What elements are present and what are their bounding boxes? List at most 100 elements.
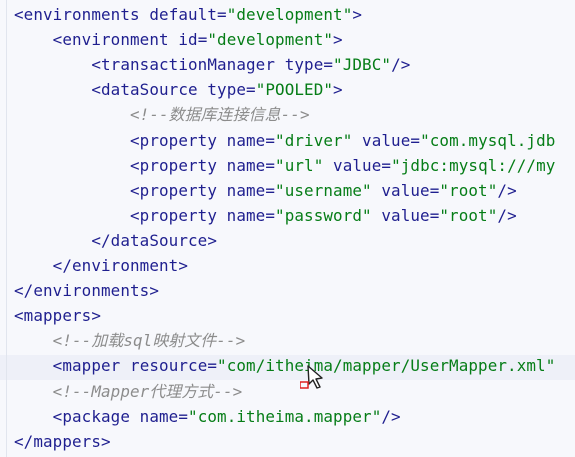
token-val: "root" <box>439 205 498 225</box>
token-tag: = <box>410 130 421 150</box>
token-tag: > <box>333 80 343 100</box>
code-line[interactable]: </dataSource> <box>14 228 217 253</box>
token-tag: < <box>14 30 63 50</box>
token-tag: environments <box>23 5 140 24</box>
code-line[interactable]: <mappers> <box>14 303 101 328</box>
token-tag: < <box>14 356 63 376</box>
token-tag: mapper <box>62 356 121 376</box>
token-tag: = <box>197 30 208 50</box>
token-tag: environment <box>72 256 179 275</box>
token-tag: > <box>101 431 111 451</box>
current-line-highlight <box>0 355 575 380</box>
token-tag: /> <box>497 205 517 225</box>
token-tag: = <box>246 80 256 100</box>
token-val: "root" <box>439 180 498 200</box>
token-tag: = <box>178 406 189 426</box>
token-tag: > <box>91 306 102 326</box>
token-val: "password" <box>275 205 372 225</box>
token-tag: = <box>265 180 276 200</box>
token-val: "driver" <box>275 130 353 150</box>
token-val: "development" <box>226 5 353 24</box>
token-attr: id <box>168 30 198 50</box>
token-val: "com.mysql.jdb <box>420 130 556 150</box>
code-line[interactable]: <environment id="development"> <box>14 27 343 52</box>
code-line[interactable]: <property name="url" value="jdbc:mysql:/… <box>14 153 555 178</box>
code-line[interactable]: <package name="com.itheima.mapper"/> <box>14 404 401 429</box>
token-attr: default <box>139 5 218 24</box>
code-line[interactable]: <property name="username" value="root"/> <box>14 178 517 203</box>
token-val: "url" <box>275 155 324 175</box>
token-tag: < <box>14 130 140 150</box>
token-tag: = <box>429 205 440 225</box>
token-tag: = <box>265 130 276 150</box>
token-tag: /> <box>381 406 401 426</box>
token-tag: transactionManager <box>101 55 276 75</box>
code-line[interactable]: <property name="password" value="root"/> <box>14 203 517 228</box>
token-val: "POOLED" <box>255 80 334 100</box>
token-val: "development" <box>207 30 334 50</box>
mouse-cursor-icon <box>300 365 323 389</box>
token-tag: mappers <box>23 306 92 326</box>
token-attr: value <box>371 180 430 200</box>
token-comment: <!--Mapper代理方式--> <box>14 381 243 401</box>
token-tag: > <box>178 256 189 275</box>
token-attr: name <box>217 180 266 200</box>
code-line[interactable]: </environments> <box>14 278 159 303</box>
code-line[interactable]: </environment> <box>14 253 188 278</box>
token-tag: = <box>217 5 227 24</box>
token-val: "username" <box>275 180 372 200</box>
token-tag: property <box>139 205 218 225</box>
token-comment: <!--加载sql映射文件--> <box>14 331 246 351</box>
token-tag: < <box>14 406 63 426</box>
code-line[interactable]: </mappers> <box>14 429 111 454</box>
token-tag: /> <box>497 180 517 200</box>
token-tag: property <box>139 130 218 150</box>
token-tag: = <box>207 356 218 376</box>
token-tag: < <box>14 205 140 225</box>
token-attr: value <box>323 155 382 175</box>
token-tag: dataSource <box>110 230 208 250</box>
token-tag: </ <box>14 431 34 451</box>
token-attr: type <box>275 55 324 75</box>
token-tag: < <box>14 5 24 24</box>
token-tag: = <box>265 155 276 175</box>
token-tag: /> <box>391 55 411 75</box>
token-tag: < <box>14 180 140 200</box>
code-line[interactable]: <mapper resource="com/itheima/mapper/Use… <box>14 353 556 378</box>
token-attr: name <box>217 205 266 225</box>
token-tag: package <box>62 406 131 426</box>
code-line[interactable]: <environments default="development"> <box>14 2 362 27</box>
token-tag: property <box>139 180 218 200</box>
token-tag: < <box>14 155 140 175</box>
code-line[interactable]: <!--数据库连接信息--> <box>14 102 310 127</box>
token-tag: > <box>207 230 218 250</box>
token-tag: < <box>14 80 102 100</box>
token-val: "com/itheima/mapper/UserMapper.xml" <box>217 356 556 376</box>
token-attr: value <box>371 205 430 225</box>
code-line[interactable]: <dataSource type="POOLED"> <box>14 77 343 102</box>
code-line[interactable]: <property name="driver" value="com.mysql… <box>14 128 555 153</box>
token-attr: name <box>130 406 179 426</box>
token-tag: property <box>139 155 218 175</box>
token-val: "com.itheima.mapper" <box>188 406 382 426</box>
token-comment: <!--数据库连接信息--> <box>14 105 310 125</box>
token-tag: < <box>14 306 24 326</box>
code-line[interactable]: <!--加载sql映射文件--> <box>14 328 246 353</box>
token-tag: environment <box>62 30 169 50</box>
token-val: "JDBC" <box>333 55 392 75</box>
token-tag: > <box>352 5 363 24</box>
indent-guide <box>6 0 7 457</box>
token-tag: environments <box>33 281 150 301</box>
token-tag: > <box>333 30 343 50</box>
token-tag: = <box>265 205 276 225</box>
code-line[interactable]: <!--Mapper代理方式--> <box>14 379 243 404</box>
token-tag: < <box>14 55 102 75</box>
token-tag: </ <box>14 256 73 275</box>
token-tag: </ <box>14 281 34 301</box>
token-tag: = <box>429 180 440 200</box>
token-tag: </ <box>14 230 111 250</box>
token-attr: name <box>217 155 266 175</box>
code-line[interactable]: <transactionManager type="JDBC"/> <box>14 52 410 77</box>
